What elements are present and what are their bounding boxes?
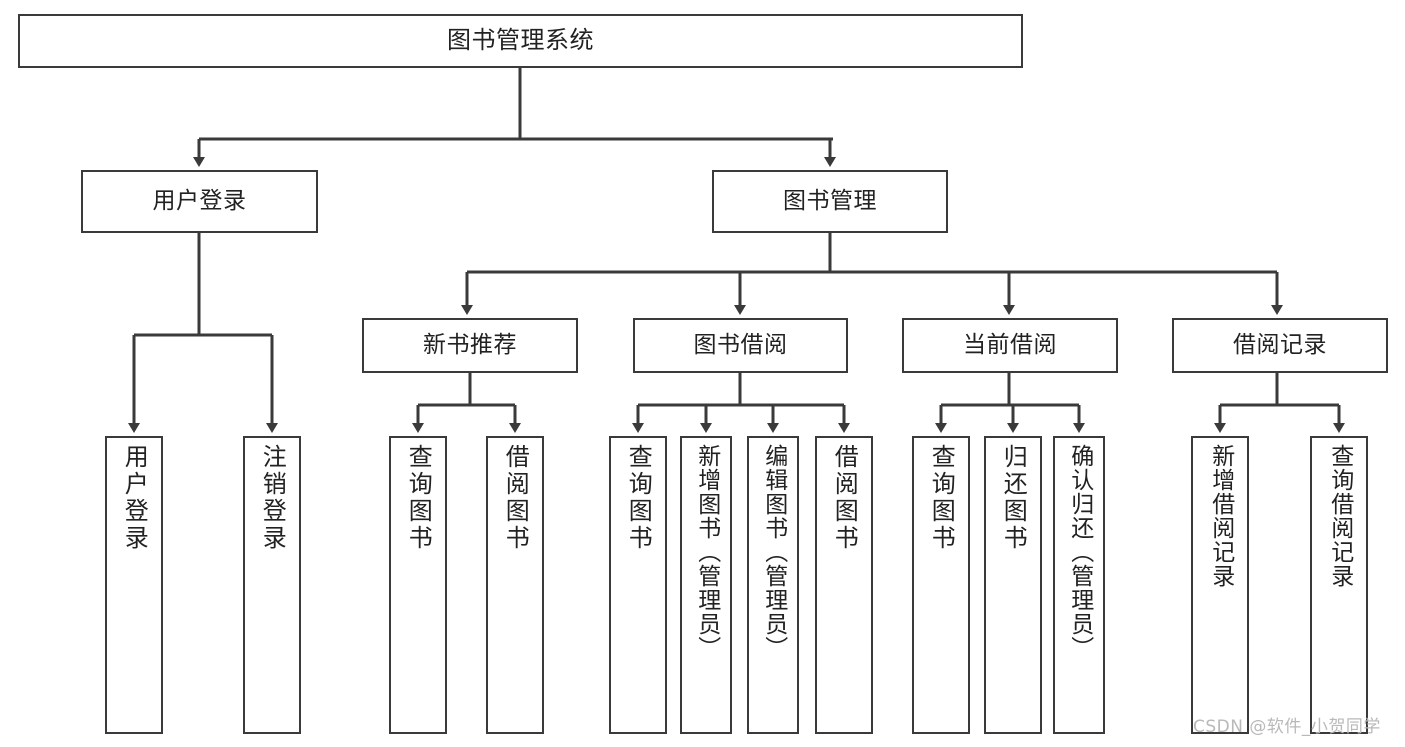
node-leaf-query-book-2-label: 查询图书: [624, 444, 653, 552]
node-leaf-add-book-label: 新增图书（管理员）: [693, 444, 720, 660]
node-leaf-query-book-1[interactable]: 查询图书: [389, 436, 447, 734]
node-user-login-label: 用户登录: [152, 188, 247, 215]
node-leaf-query-book-1-label: 查询图书: [404, 444, 433, 552]
node-leaf-borrow-book-2[interactable]: 借阅图书: [815, 436, 873, 734]
node-leaf-confirm-return[interactable]: 确认归还（管理员）: [1053, 436, 1105, 734]
node-leaf-edit-book[interactable]: 编辑图书（管理员）: [747, 436, 799, 734]
node-current-borrow[interactable]: 当前借阅: [902, 318, 1118, 373]
node-leaf-edit-book-label: 编辑图书（管理员）: [760, 444, 787, 660]
node-leaf-query-record-label: 查询借阅记录: [1326, 444, 1353, 588]
node-user-login[interactable]: 用户登录: [81, 170, 318, 233]
csdn-watermark: CSDN @软件_小贺同学: [1193, 717, 1381, 737]
node-book-borrow-label: 图书借阅: [693, 332, 788, 359]
node-book-manage-label: 图书管理: [783, 188, 877, 215]
node-leaf-query-book-3[interactable]: 查询图书: [912, 436, 970, 734]
node-root[interactable]: 图书管理系统: [18, 14, 1023, 68]
node-new-book-rec[interactable]: 新书推荐: [362, 318, 578, 373]
node-new-book-rec-label: 新书推荐: [423, 332, 517, 359]
node-book-borrow[interactable]: 图书借阅: [633, 318, 848, 373]
node-leaf-return-book-label: 归还图书: [999, 444, 1028, 552]
node-leaf-borrow-book-2-label: 借阅图书: [830, 444, 859, 552]
node-leaf-add-book[interactable]: 新增图书（管理员）: [680, 436, 732, 734]
node-leaf-return-book[interactable]: 归还图书: [984, 436, 1042, 734]
node-book-manage[interactable]: 图书管理: [712, 170, 948, 233]
node-leaf-confirm-return-label: 确认归还（管理员）: [1066, 444, 1093, 660]
node-leaf-query-book-2[interactable]: 查询图书: [609, 436, 667, 734]
node-current-borrow-label: 当前借阅: [963, 332, 1057, 359]
node-leaf-borrow-book-1[interactable]: 借阅图书: [486, 436, 544, 734]
node-leaf-user-login[interactable]: 用户登录: [105, 436, 163, 734]
node-leaf-query-record[interactable]: 查询借阅记录: [1310, 436, 1368, 734]
node-borrow-record[interactable]: 借阅记录: [1172, 318, 1388, 373]
node-root-label: 图书管理系统: [447, 26, 594, 55]
node-leaf-user-logout-label: 注销登录: [258, 444, 287, 552]
node-leaf-add-record-label: 新增借阅记录: [1207, 444, 1234, 588]
node-leaf-user-logout[interactable]: 注销登录: [243, 436, 301, 734]
node-leaf-user-login-label: 用户登录: [120, 444, 149, 552]
node-leaf-borrow-book-1-label: 借阅图书: [501, 444, 530, 552]
node-borrow-record-label: 借阅记录: [1233, 332, 1327, 359]
node-leaf-add-record[interactable]: 新增借阅记录: [1191, 436, 1249, 734]
node-leaf-query-book-3-label: 查询图书: [927, 444, 956, 552]
